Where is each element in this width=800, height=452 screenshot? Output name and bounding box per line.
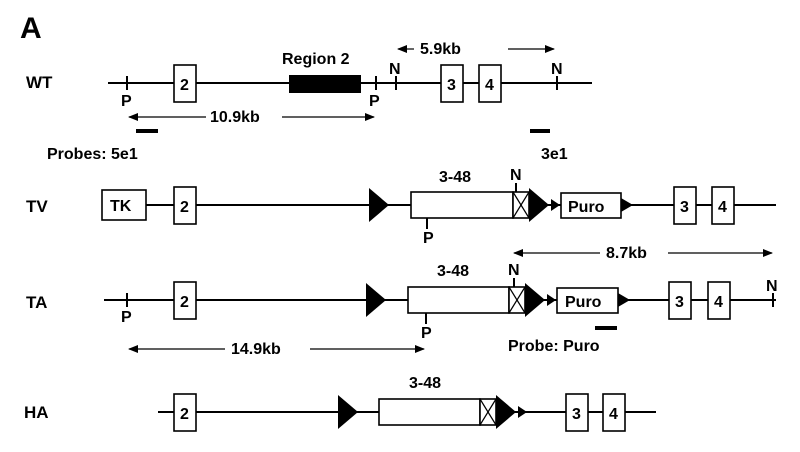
ta-site-n-right: N bbox=[766, 278, 778, 295]
panel-label: A bbox=[20, 12, 42, 45]
ha-loxp-triangle-left bbox=[338, 395, 358, 429]
row-label-ha: HA bbox=[24, 403, 49, 422]
ha-exon-4-label: 4 bbox=[609, 406, 618, 423]
ta-x-box-cross-b bbox=[508, 286, 526, 314]
tv-cassette-3-48-label: 3-48 bbox=[439, 169, 471, 186]
ta-loxp-triangle-mid bbox=[525, 283, 545, 317]
wt-exon-3-label: 3 bbox=[447, 77, 456, 94]
ta-exon-4 bbox=[707, 281, 731, 320]
tv-exon-2 bbox=[173, 186, 197, 225]
ta-exon-4-label: 4 bbox=[714, 294, 723, 311]
tv-puro-triangle bbox=[621, 198, 633, 212]
tv-small-triangle bbox=[551, 199, 560, 211]
row-label-wt: WT bbox=[26, 73, 53, 92]
tv-exon-4 bbox=[711, 186, 735, 225]
ha-small-triangle bbox=[518, 406, 527, 418]
ha-x-box-cross-b bbox=[479, 398, 497, 426]
ta-distance-8-7kb: 8.7kb bbox=[606, 245, 647, 262]
ha-exon-3-label: 3 bbox=[572, 406, 581, 423]
ta-cassette-3-48 bbox=[407, 286, 510, 314]
wt-probes-label: Probes: 5e1 bbox=[47, 146, 138, 163]
tv-exon-3 bbox=[673, 186, 697, 225]
wt-probe-5e1-bar bbox=[136, 129, 158, 133]
ha-exon-2 bbox=[173, 393, 197, 432]
tv-exon-4-label: 4 bbox=[718, 199, 727, 216]
wt-site-n-left: N bbox=[389, 61, 401, 78]
wt-distance-10-9kb: 10.9kb bbox=[210, 109, 260, 126]
tv-loxp-triangle-mid bbox=[529, 188, 549, 222]
wt-exon-2 bbox=[173, 64, 197, 103]
ta-puro-label: Puro bbox=[565, 294, 602, 311]
ta-cassette-3-48-label: 3-48 bbox=[437, 263, 469, 280]
wt-exon-3 bbox=[440, 64, 464, 103]
ta-puro-triangle bbox=[618, 293, 630, 307]
tv-x-box-cross-b bbox=[512, 191, 530, 219]
ha-exon-3 bbox=[565, 393, 589, 432]
ta-exon-3 bbox=[668, 281, 692, 320]
wt-site-n-right: N bbox=[551, 61, 563, 78]
tv-cassette-3-48 bbox=[410, 191, 514, 219]
tv-exon-2-label: 2 bbox=[180, 199, 189, 216]
tv-exon-3-label: 3 bbox=[680, 199, 689, 216]
row-ha: HA 2 3-48 3 4 bbox=[24, 375, 656, 432]
wt-site-p-left: P bbox=[121, 93, 132, 110]
tv-site-p: P bbox=[423, 230, 434, 247]
ha-cassette-3-48 bbox=[378, 398, 481, 426]
ha-cassette-3-48-label: 3-48 bbox=[409, 375, 441, 392]
tv-loxp-triangle-left bbox=[369, 188, 389, 222]
ta-loxp-triangle-left bbox=[366, 283, 386, 317]
wt-exon-2-label: 2 bbox=[180, 77, 189, 94]
wt-region-2-label: Region 2 bbox=[282, 51, 350, 68]
row-label-tv: TV bbox=[26, 197, 48, 216]
row-ta: TA 8.7kb P 2 3-48 N P Puro bbox=[26, 245, 778, 358]
ta-exon-2-label: 2 bbox=[180, 294, 189, 311]
tv-puro-box bbox=[560, 192, 622, 219]
ta-site-p-mid: P bbox=[421, 325, 432, 342]
ha-exon-2-label: 2 bbox=[180, 406, 189, 423]
wt-region-2-block bbox=[289, 75, 361, 93]
wt-probe-3e1-bar bbox=[530, 129, 550, 133]
tv-site-n: N bbox=[510, 167, 522, 184]
wt-probe-3e1-label: 3e1 bbox=[541, 146, 568, 163]
ta-probe-label: Probe: Puro bbox=[508, 338, 600, 355]
ta-small-triangle bbox=[547, 294, 556, 306]
ha-loxp-triangle-mid bbox=[496, 395, 516, 429]
ha-exon-4 bbox=[602, 393, 626, 432]
ta-distance-14-9kb: 14.9kb bbox=[231, 341, 281, 358]
ta-site-n: N bbox=[508, 262, 520, 279]
row-label-ta: TA bbox=[26, 293, 47, 312]
ta-site-p-left: P bbox=[121, 309, 132, 326]
tv-tk-label: TK bbox=[110, 198, 132, 215]
ta-probe-puro-bar bbox=[595, 326, 617, 330]
tv-tk-box bbox=[101, 189, 147, 221]
row-wt: WT P 2 Region 2 P N 3 4 N 5.9kb 10.9kb bbox=[26, 41, 592, 163]
tv-puro-label: Puro bbox=[568, 199, 605, 216]
wt-distance-5-9kb: 5.9kb bbox=[420, 41, 461, 58]
ta-exon-3-label: 3 bbox=[675, 294, 684, 311]
row-tv: TV TK 2 3-48 N P Puro 3 4 bbox=[26, 167, 776, 247]
wt-site-p-right: P bbox=[369, 93, 380, 110]
wt-exon-4 bbox=[478, 64, 502, 103]
ta-exon-2 bbox=[173, 281, 197, 320]
wt-exon-4-label: 4 bbox=[485, 77, 494, 94]
